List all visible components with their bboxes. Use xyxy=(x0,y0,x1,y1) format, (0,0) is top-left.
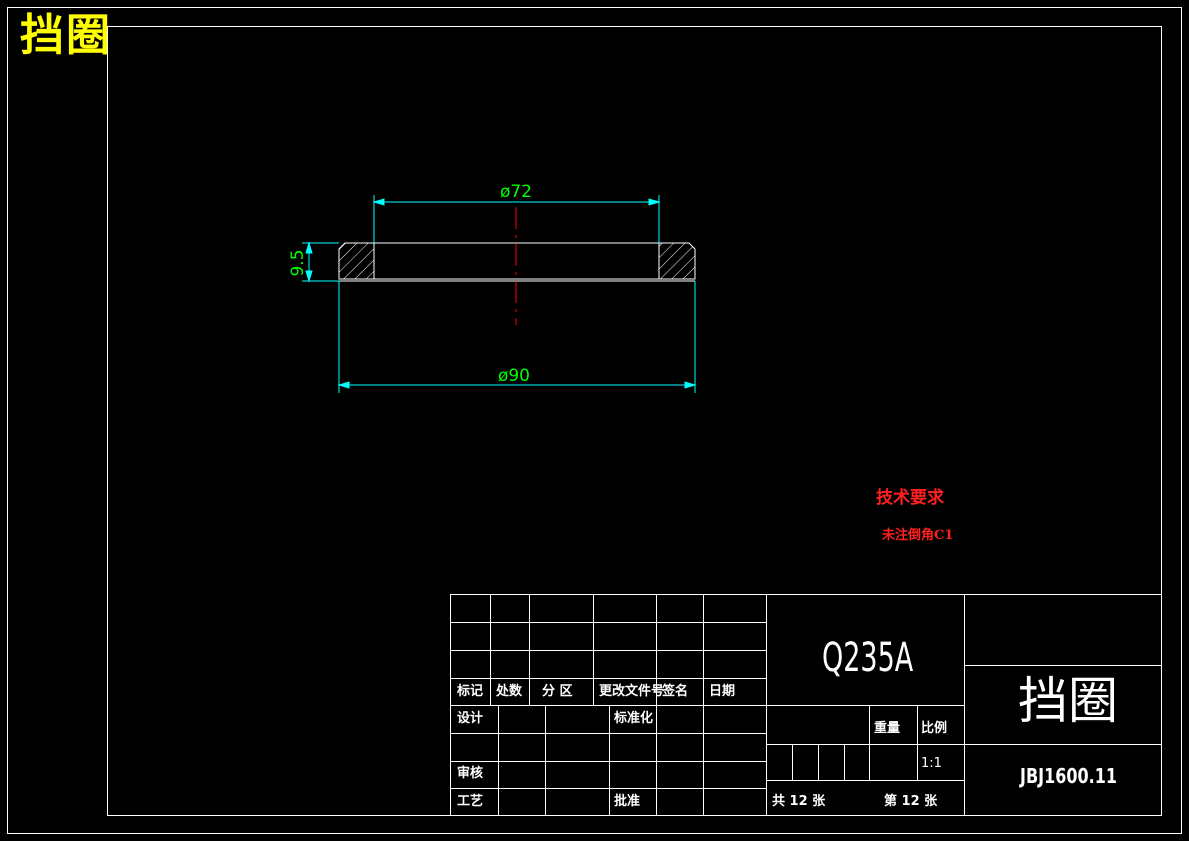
dimensions xyxy=(302,195,697,393)
tb-label-review: 审核 xyxy=(457,766,484,781)
tb-label-process: 工艺 xyxy=(457,794,484,809)
dim-inner-diameter-label: ø72 xyxy=(500,182,532,202)
tb-header-count: 处数 xyxy=(496,684,523,699)
tb-header-date: 日期 xyxy=(709,684,736,699)
dim95-arrow-bottom xyxy=(305,270,313,283)
dim-outer-diameter-label: ø90 xyxy=(498,366,530,386)
dim95-arrow-top xyxy=(305,241,313,254)
tb-label-approval: 批准 xyxy=(614,794,641,809)
dim-thickness-label: 9.5 xyxy=(288,249,308,276)
tb-sheets-total: 共 12 张 xyxy=(772,794,826,809)
drawing-number: JBJ1600.11 xyxy=(1020,764,1117,788)
technical-requirement-item: 未注倒角C1 xyxy=(882,528,954,543)
right-section-hatch xyxy=(658,242,696,280)
tb-header-signature: 签名 xyxy=(662,684,689,699)
tb-scale-value: 1:1 xyxy=(921,756,942,771)
tb-label-design: 设计 xyxy=(457,711,484,726)
part-section-view xyxy=(338,207,696,325)
material-value: Q235A xyxy=(822,635,914,681)
dim90-arrow-left xyxy=(337,381,350,389)
tb-sheet-number: 第 12 张 xyxy=(884,794,938,809)
drawing-title: 挡圈 xyxy=(20,10,112,61)
tb-header-change-doc: 更改文件号 xyxy=(599,684,665,699)
tb-label-weight: 重量 xyxy=(874,721,901,736)
tb-header-mark: 标记 xyxy=(457,684,484,699)
outer-border xyxy=(7,7,1182,834)
part-name: 挡圈 xyxy=(1018,672,1118,730)
tb-label-standardization: 标准化 xyxy=(614,711,654,726)
left-section-hatch xyxy=(338,242,375,280)
title-block-grid xyxy=(450,594,1162,816)
dim72-arrow-right xyxy=(648,198,661,206)
dim72-arrow-left xyxy=(372,198,385,206)
dim90-arrow-right xyxy=(684,381,697,389)
tb-label-scale: 比例 xyxy=(921,721,948,736)
technical-requirements-title: 技术要求 xyxy=(876,488,944,508)
tb-header-zone: 分 区 xyxy=(542,684,573,699)
